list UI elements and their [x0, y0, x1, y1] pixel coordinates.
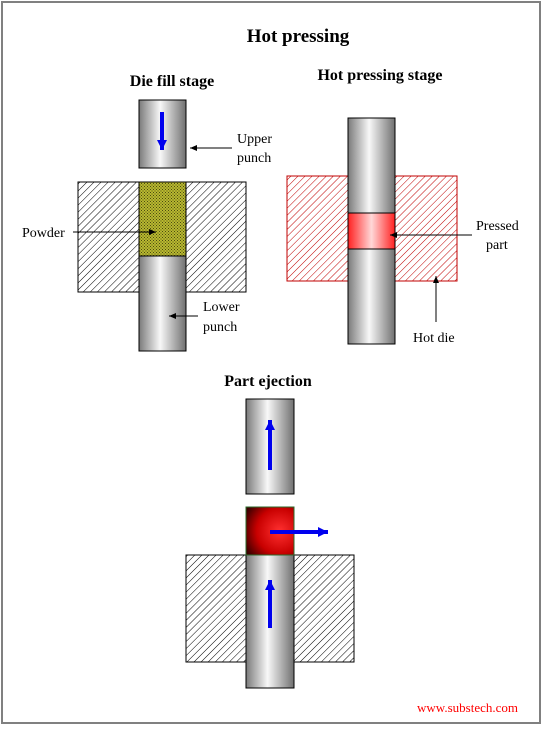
upper-punch-label-line1: Upper	[237, 132, 272, 147]
lower-punch	[138, 255, 187, 352]
die-fill-stage-heading: Die fill stage	[130, 73, 214, 90]
pressed-part-label-line1: Pressed	[476, 219, 519, 234]
website-credit: www.substech.com	[417, 700, 518, 715]
hot-pressing-stage: Hot pressing stage Pressed part Hot die	[286, 67, 519, 346]
upper-punch-label-line2: punch	[237, 151, 271, 166]
pressed-part-label-line2: part	[486, 238, 508, 253]
hot-pressing-stage-heading: Hot pressing stage	[317, 67, 442, 84]
powder-label: Powder	[22, 226, 65, 241]
hot-die-label: Hot die	[413, 331, 455, 346]
hot-lower-punch	[347, 248, 396, 345]
page-title: Hot pressing	[247, 26, 350, 47]
lower-punch-label-line2: punch	[203, 320, 237, 335]
part-ejection-stage: Part ejection	[185, 373, 355, 689]
part-ejection-heading: Part ejection	[224, 373, 312, 390]
hot-upper-punch	[347, 117, 396, 214]
powder-fill	[138, 181, 187, 257]
die-fill-stage: Die fill stage Upper punch Powder Lower …	[22, 73, 272, 352]
lower-punch-label-line1: Lower	[203, 300, 240, 315]
pressed-part	[347, 212, 396, 250]
